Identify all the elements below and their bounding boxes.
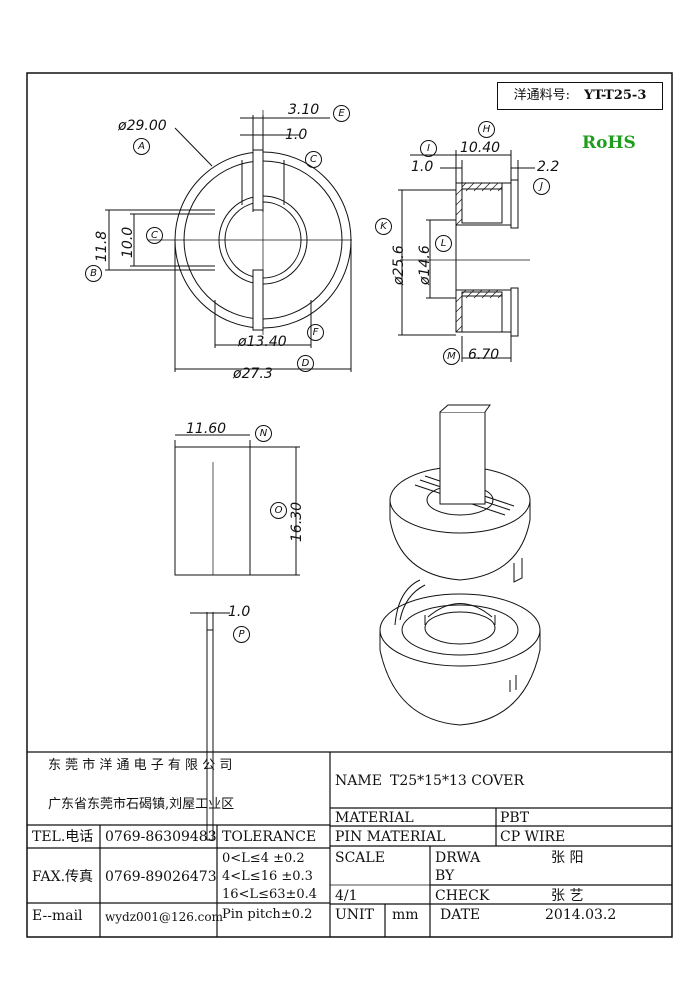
drawn-label-2: BY — [435, 868, 455, 884]
callout-N: N — [255, 425, 272, 442]
check-value: 张 艺 — [551, 888, 584, 904]
callout-J: J — [533, 178, 550, 195]
material-label: MATERIAL — [335, 810, 414, 826]
callout-K: K — [375, 218, 392, 235]
tel-label: TEL.电话 — [32, 829, 94, 845]
date-label: DATE — [440, 907, 481, 923]
tolerance-line-3: 16<L≤63±0.4 — [222, 887, 318, 902]
drawn-label-1: DRWA — [435, 850, 481, 866]
part-number-value: YT-T25-3 — [584, 88, 647, 103]
dim-D: ø27.3 — [233, 366, 273, 382]
scale-label: SCALE — [335, 850, 385, 866]
dim-L: ø14.6 — [417, 245, 433, 285]
dim-C-width: 10.0 — [120, 226, 136, 258]
dim-N: 11.60 — [186, 421, 227, 437]
unit-value: mm — [392, 907, 419, 923]
dim-I: 1.0 — [411, 159, 434, 175]
callout-I: I — [420, 140, 437, 157]
callout-M: M — [443, 348, 460, 365]
tolerance-line-1: 0<L≤4 ±0.2 — [222, 851, 305, 866]
drawn-value: 张 阳 — [551, 850, 584, 866]
pin-side-view — [190, 612, 230, 841]
unit-label: UNIT — [335, 907, 374, 923]
check-label: CHECK — [435, 888, 490, 904]
dim-K: ø25.6 — [391, 245, 407, 285]
dim-H: 10.40 — [460, 140, 501, 156]
company-address: 广东省东莞市石碣镇,刘屋工业区 — [48, 797, 235, 812]
tel-value: 0769-86309483 — [105, 829, 217, 845]
callout-O: O — [270, 502, 287, 519]
callout-P: P — [233, 626, 250, 643]
side-section-view — [398, 150, 535, 362]
callout-C-right: C — [305, 151, 322, 168]
callout-L: L — [435, 235, 452, 252]
pin-material-label: PIN MATERIAL — [335, 829, 446, 845]
dim-J: 2.2 — [537, 159, 560, 175]
email-value: wydz001@126.com — [105, 910, 224, 924]
sheet-border — [26, 72, 673, 938]
dim-C-gap: 1.0 — [285, 127, 308, 143]
dim-B: 11.8 — [94, 230, 110, 262]
isometric-view — [379, 404, 541, 726]
name-value: T25*15*13 COVER — [390, 773, 525, 789]
fax-label: FAX.传真 — [32, 869, 94, 885]
pin-material-value: CP WIRE — [500, 829, 566, 845]
callout-C-left: C — [146, 227, 163, 244]
callout-B: B — [85, 265, 102, 282]
callout-E: E — [333, 105, 350, 122]
tolerance-line-4: Pin pitch±0.2 — [222, 907, 313, 922]
scale-value: 4/1 — [335, 888, 358, 904]
callout-A: A — [133, 138, 150, 155]
callout-F: F — [307, 324, 324, 341]
tolerance-label: TOLERANCE — [222, 829, 317, 845]
rohs-mark: RoHS — [582, 133, 636, 153]
title-block-grid — [27, 751, 672, 937]
dim-P: 1.0 — [228, 604, 251, 620]
dim-E: 3.10 — [288, 102, 320, 118]
callout-H: H — [478, 121, 495, 138]
dim-F: ø13.40 — [238, 334, 287, 350]
name-label: NAME — [335, 773, 382, 789]
email-label: E--mail — [32, 908, 83, 924]
part-number-box: 洋通料号: YT-T25-3 — [497, 82, 663, 110]
pin-front-view — [174, 434, 300, 576]
date-value: 2014.03.2 — [545, 907, 617, 923]
dim-O: 16.30 — [289, 501, 305, 542]
dim-M: 6.70 — [468, 347, 500, 363]
tolerance-line-2: 4<L≤16 ±0.3 — [222, 869, 313, 884]
callout-D: D — [297, 355, 314, 372]
part-number-label: 洋通料号: — [513, 88, 570, 103]
fax-value: 0769-89026473 — [105, 869, 217, 885]
dim-A: ø29.00 — [118, 118, 167, 134]
company-name: 东 莞 市 洋 通 电 子 有 限 公 司 — [48, 758, 233, 773]
material-value: PBT — [500, 810, 530, 826]
